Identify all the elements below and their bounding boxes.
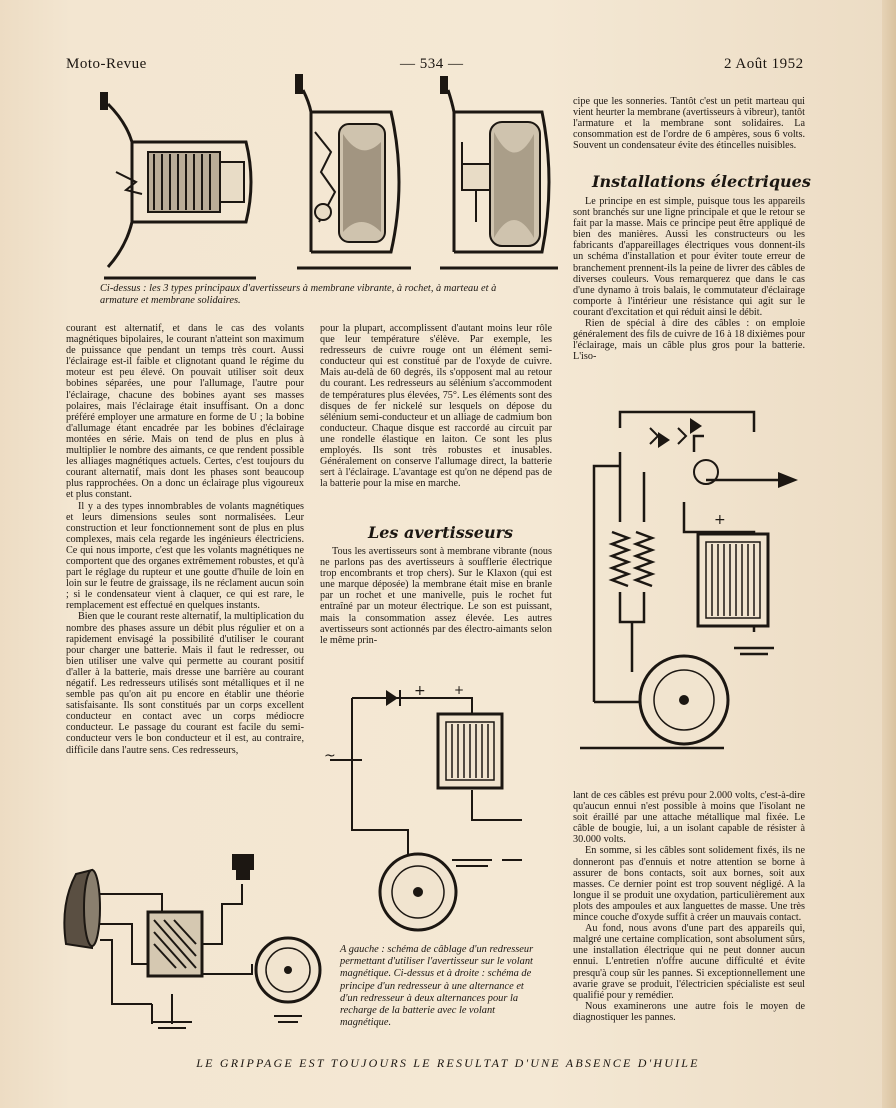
left-paragraph-1: courant est alternatif, et dans le cas d… — [66, 323, 304, 501]
heading-installations: Installations électriques — [592, 172, 811, 191]
header-page-number: — 534 — — [400, 56, 464, 72]
right-column-bottom: lant de ces câbles est prévu pour 2.000 … — [573, 790, 805, 1023]
plus-terminal-label-2: + — [454, 683, 464, 697]
installations-section: Le principe en est simple, puisque tous … — [573, 196, 805, 362]
header-magazine-name: Moto-Revue — [66, 56, 147, 72]
heading-avertisseurs: Les avertisseurs — [368, 523, 514, 542]
horn-vibrating-membrane-icon — [100, 92, 256, 280]
right-bottom-paragraph-4: Nous examinerons une autre fois le moyen… — [573, 1000, 805, 1023]
left-paragraph-3: Bien que le courant reste alternatif, la… — [66, 611, 304, 756]
battery-icon-2 — [696, 532, 770, 628]
avertisseurs-section: Tous les avertisseurs sont à membrane vi… — [320, 546, 552, 646]
horn-hammer-icon — [440, 76, 558, 270]
battery-plus-label: + — [714, 512, 726, 528]
double-wave-rectifier-diagram: + — [580, 410, 798, 750]
header-date: 2 Août 1952 — [724, 56, 804, 72]
single-wave-rectifier-diagram: + + ~ — [324, 683, 522, 932]
installations-paragraph-1: Le principe en est simple, puisque tous … — [573, 196, 805, 318]
installations-paragraph-2: Rien de spécial à dire des câbles : on e… — [573, 318, 805, 363]
middle-column: pour la plupart, accomplissent d'autant … — [320, 323, 552, 489]
right-column-top: cipe que les sonneries. Tantôt c'est un … — [573, 96, 805, 151]
horn-ratchet-icon — [295, 74, 411, 270]
ac-source-label: ~ — [324, 748, 336, 764]
avertisseurs-paragraph: Tous les avertisseurs sont à membrane vi… — [320, 546, 552, 646]
left-paragraph-2: Il y a des types innombrables de volants… — [66, 500, 304, 612]
resistor-icon-1 — [608, 530, 632, 588]
bottom-figure-caption: A gauche : schéma de câblage d'un redres… — [340, 944, 534, 1029]
horn-illustrations — [100, 74, 558, 280]
plus-terminal-label: + — [414, 683, 426, 699]
page-edge — [882, 0, 896, 1108]
middle-paragraph-1: pour la plupart, accomplissent d'autant … — [320, 323, 552, 490]
rectifier-wiring-diagram — [63, 854, 322, 1029]
top-figure-caption: Ci-dessus : les 3 types principaux d'ave… — [100, 283, 497, 307]
resistor-icon-2 — [632, 530, 656, 588]
left-column: courant est alternatif, et dans le cas d… — [66, 323, 304, 756]
switch-icon — [232, 854, 254, 870]
right-bottom-paragraph-3: Au fond, nous avons d'une part des appar… — [573, 923, 805, 1001]
right-bottom-paragraph-2: En somme, si les câbles sont solidement … — [573, 845, 805, 924]
right-paragraph-continuation: cipe que les sonneries. Tantôt c'est un … — [573, 96, 805, 152]
footer-slogan: LE GRIPPAGE EST TOUJOURS LE RESULTAT D'U… — [196, 1056, 700, 1070]
right-bottom-paragraph-1: lant de ces câbles est prévu pour 2.000 … — [573, 790, 805, 846]
